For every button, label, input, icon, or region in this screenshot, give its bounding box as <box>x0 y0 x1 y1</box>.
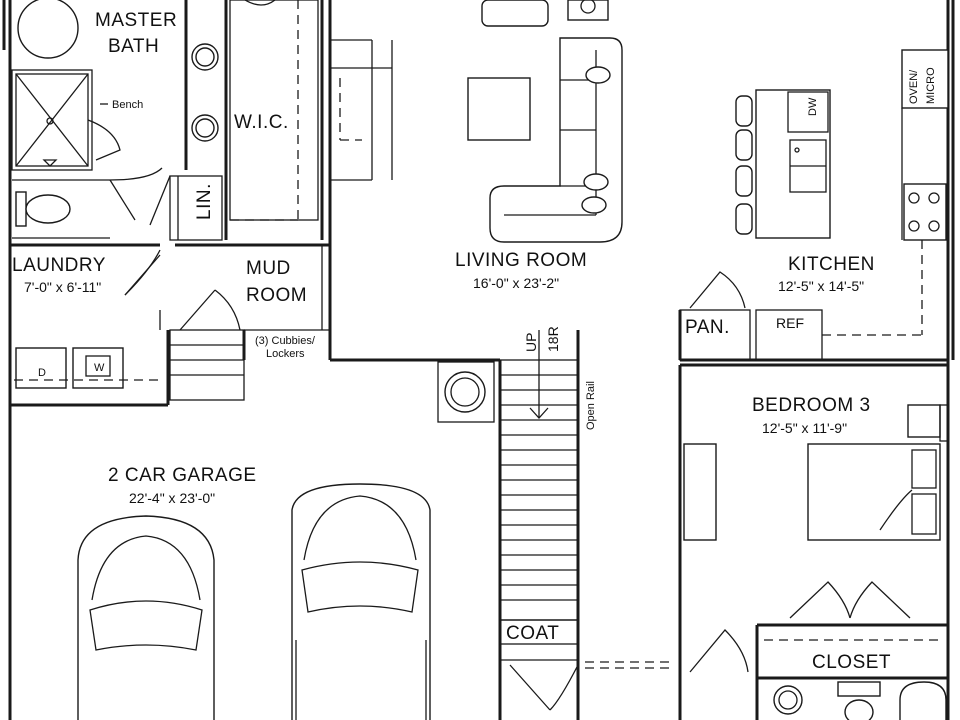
wic-label: W.I.C. <box>234 112 289 133</box>
sink-icon <box>773 685 803 715</box>
master-bath: Bench MASTER BATH <box>11 0 219 239</box>
oven-micro-label-line1: OVEN/ <box>908 69 920 104</box>
dryer-icon <box>15 347 67 389</box>
bathtub-icon <box>17 0 79 59</box>
linen-closet: LIN. <box>149 175 223 241</box>
dryer-label: D <box>38 367 46 379</box>
open-rail-label: Open Rail <box>585 381 597 430</box>
laundry-label: LAUNDRY <box>12 255 106 276</box>
pantry-label: PAN. <box>685 317 730 338</box>
toilet-tank-icon <box>15 191 27 227</box>
garage: 2 CAR GARAGE 22'-4" x 23'-0" <box>77 465 431 720</box>
bedroom-3-dimensions: 12'-5" x 11'-9" <box>762 420 847 436</box>
stairs: UP 18R Open Rail <box>437 326 597 621</box>
stool-icon <box>735 95 753 127</box>
living-room-dimensions: 16'-0" x 23'-2" <box>473 275 559 291</box>
bathtub-icon <box>899 681 947 720</box>
kitchen: OVEN/ MICRO DW KITCHEN 12'-5" x 14'-5" P… <box>679 49 949 361</box>
car-icon <box>77 515 215 720</box>
linen-label: LIN. <box>194 183 215 220</box>
mud-room: MUD ROOM (3) Cubbies/ Lockers <box>169 245 330 401</box>
master-bath-label-line2: BATH <box>108 36 159 57</box>
laundry: LAUNDRY 7'-0" x 6'-11" D W <box>12 249 161 389</box>
bench-label: Bench <box>112 99 143 111</box>
bedroom-3-label: BEDROOM 3 <box>752 395 871 416</box>
closet: CLOSET <box>764 639 947 720</box>
sectional-sofa-icon <box>489 37 623 243</box>
toilet-tank-icon <box>837 681 881 697</box>
walk-in-closet: W.I.C. <box>229 0 393 221</box>
oven-micro-label-line2: MICRO <box>925 67 937 104</box>
kitchen-island <box>755 89 831 239</box>
bed-icon <box>807 443 941 541</box>
laundry-dimensions: 7'-0" x 6'-11" <box>24 279 101 295</box>
armchair-icon <box>481 0 549 27</box>
washer-label: W <box>94 362 105 374</box>
stool-icon <box>735 129 753 161</box>
mud-room-label-line2: ROOM <box>246 285 307 306</box>
oven-micro-box <box>901 49 949 109</box>
bedroom-3: BEDROOM 3 12'-5" x 11'-9" <box>683 395 949 673</box>
nightstand-icon <box>907 404 941 438</box>
side-table-icon <box>567 0 609 21</box>
car-icon <box>291 483 431 720</box>
refrigerator-label: REF <box>776 315 804 331</box>
living-room: LIVING ROOM 16'-0" x 23'-2" <box>455 0 623 291</box>
stool-icon <box>735 165 753 197</box>
stool-icon <box>735 203 753 235</box>
toilet-icon <box>25 194 71 224</box>
washer-icon <box>72 347 124 389</box>
living-room-label: LIVING ROOM <box>455 250 587 271</box>
master-bath-label-line1: MASTER <box>95 10 177 31</box>
cubbies-label-line2: Lockers <box>266 348 305 360</box>
garage-label: 2 CAR GARAGE <box>108 465 257 486</box>
closet-label: CLOSET <box>812 652 891 673</box>
coat-label: COAT <box>506 623 559 644</box>
garage-dimensions: 22'-4" x 23'-0" <box>129 490 215 506</box>
stairs-risers-label: 18R <box>545 326 561 352</box>
range-icon <box>903 183 947 241</box>
kitchen-label: KITCHEN <box>788 254 875 275</box>
cubbies-label-line1: (3) Cubbies/ <box>255 335 316 347</box>
stairs-up-label: UP <box>523 333 539 352</box>
toilet-icon <box>844 699 874 720</box>
dishwasher-label: DW <box>807 97 819 116</box>
kitchen-dimensions: 12'-5" x 14'-5" <box>778 278 864 294</box>
dresser-icon <box>683 443 717 541</box>
coat-closet: COAT <box>499 619 672 711</box>
mud-room-label-line1: MUD <box>246 258 291 279</box>
coffee-table-icon <box>467 77 531 141</box>
